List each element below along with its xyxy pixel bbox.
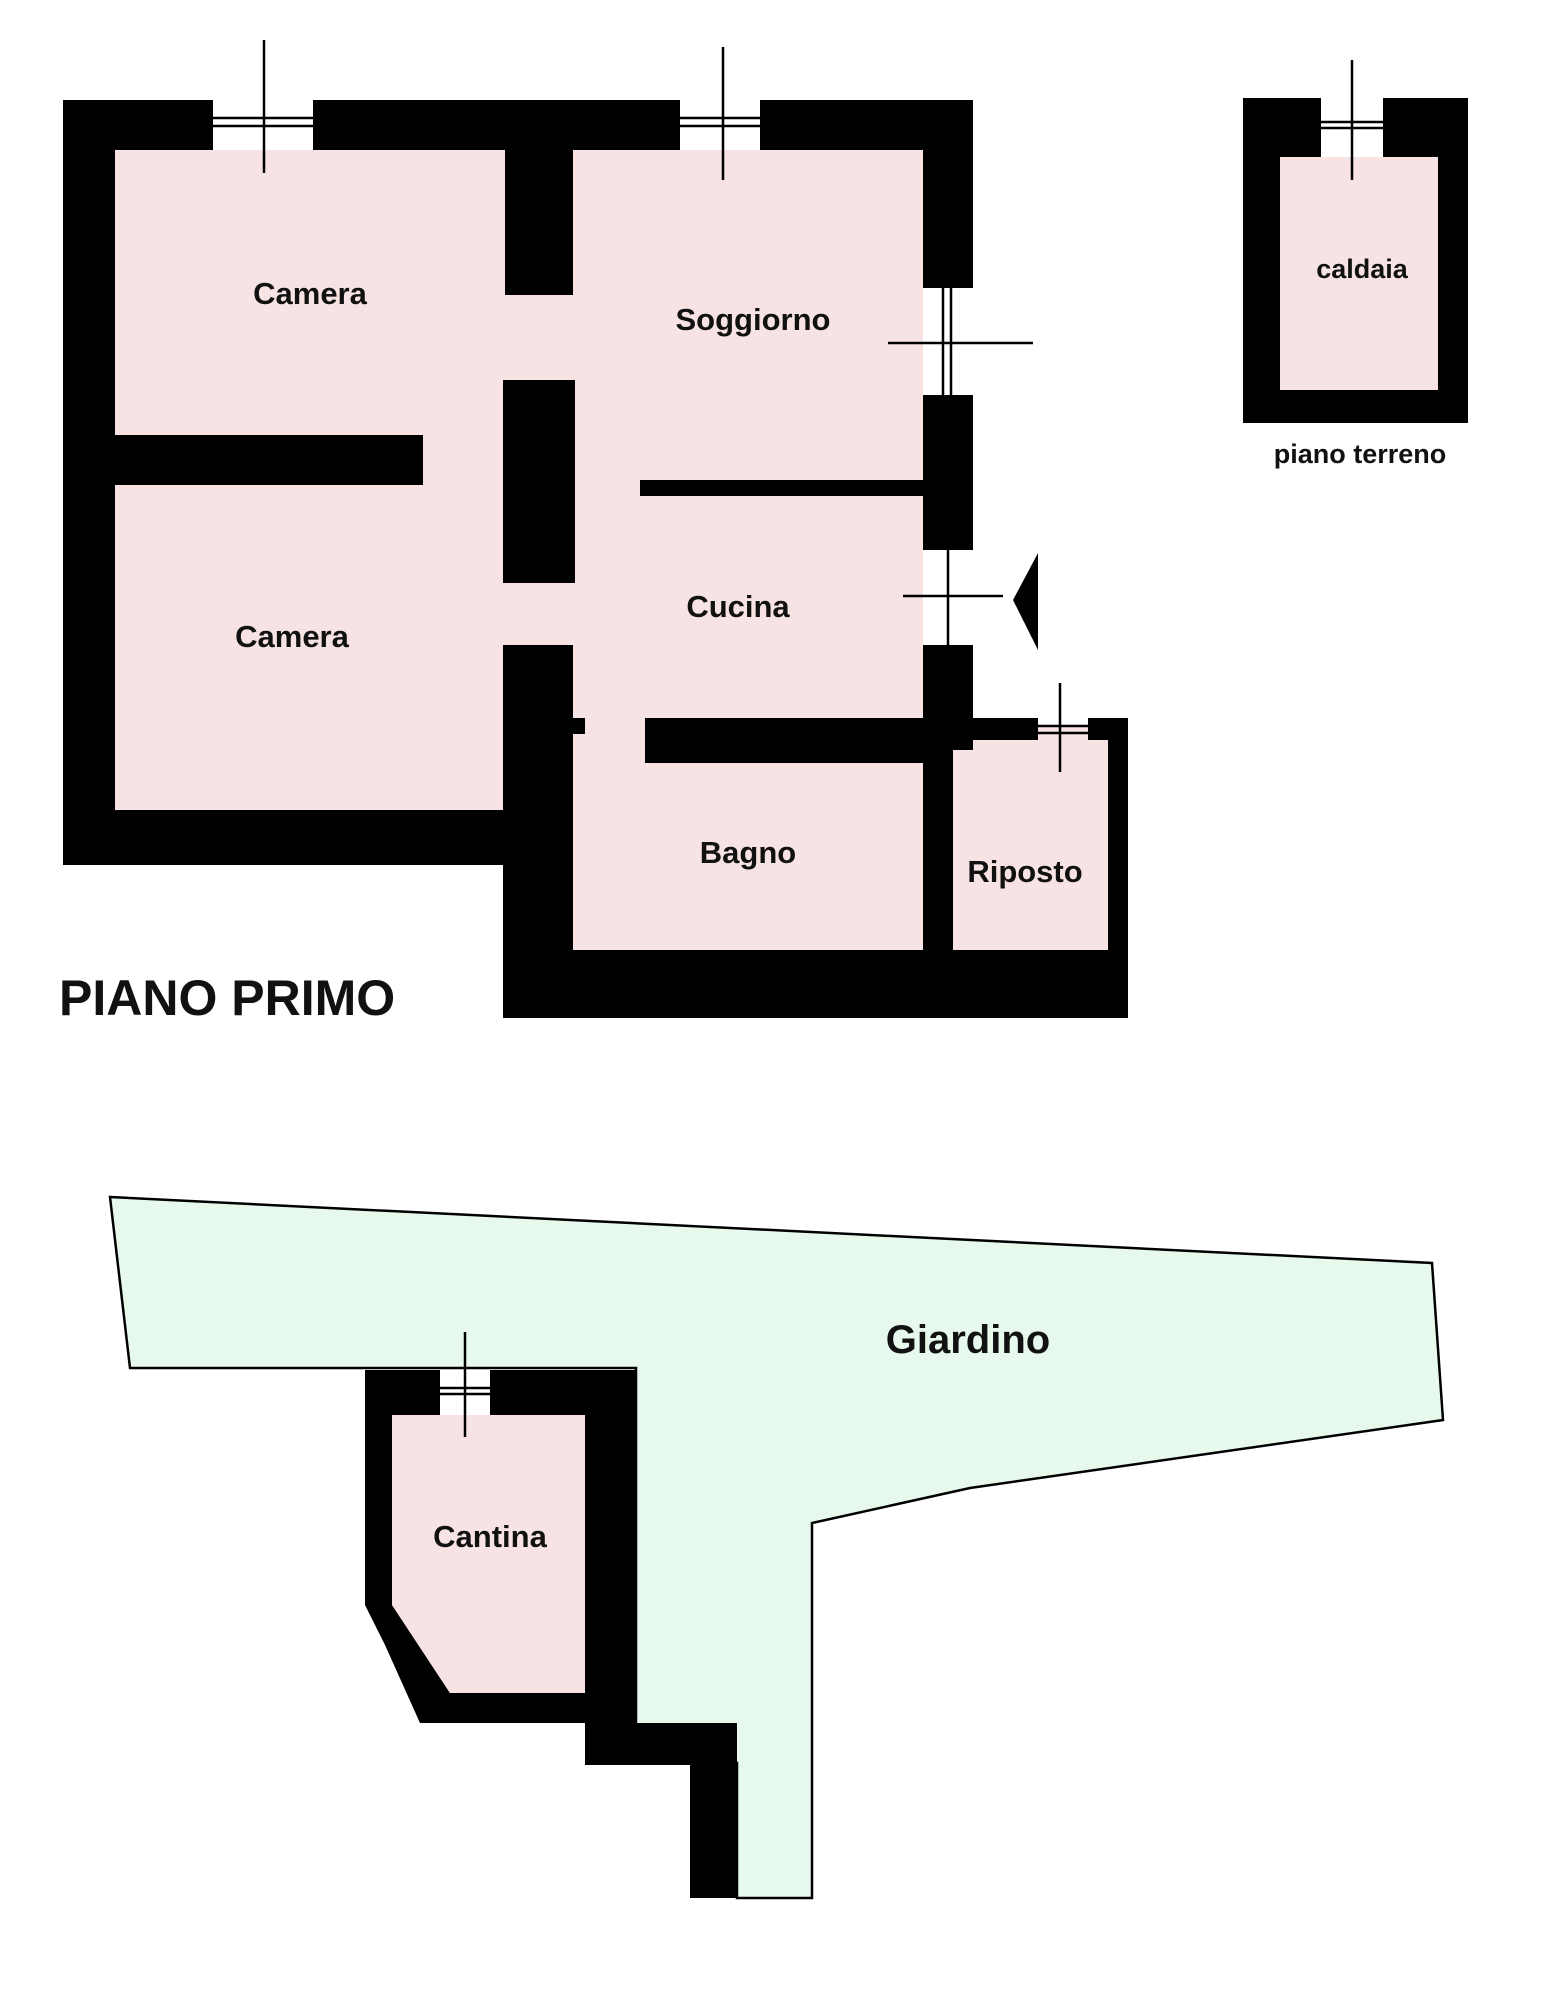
room-soggiorno-cucina: [510, 150, 923, 725]
room-camera-bottom: [115, 435, 510, 810]
room-label-camera-top: Camera: [253, 276, 367, 311]
garden-label: Giardino: [886, 1318, 1050, 1362]
room-label-soggiorno: Soggiorno: [676, 302, 831, 337]
first-floor-walls: [63, 100, 1128, 1018]
cantina-walls: [365, 1370, 737, 1898]
room-bagno: [572, 760, 923, 950]
floor-title: PIANO PRIMO: [59, 970, 395, 1026]
window-icon: [213, 40, 1088, 772]
boiler-walls: [1243, 98, 1468, 423]
room-caldaia: [1280, 157, 1438, 390]
room-label-riposto: Riposto: [967, 854, 1082, 889]
room-label-bagno: Bagno: [700, 835, 796, 870]
room-label-camera-bottom: Camera: [235, 619, 349, 654]
ground-floor-label: piano terreno: [1274, 439, 1447, 469]
entrance-arrow-icon: [1013, 553, 1038, 650]
window-icon: [1321, 60, 1383, 180]
room-cantina: [392, 1415, 585, 1693]
room-camera-top: [115, 150, 510, 435]
garden-fill: [108, 1195, 1445, 1900]
room-label-cantina: Cantina: [433, 1519, 547, 1554]
room-label-cucina: Cucina: [686, 589, 790, 624]
room-label-caldaia: caldaia: [1316, 254, 1409, 284]
garden-area: Cantina Giardino: [108, 1195, 1445, 1900]
window-icon: [440, 1332, 490, 1437]
first-floor: Camera Soggiorno Camera Cucina Bagno Rip…: [59, 40, 1128, 1026]
ground-floor-boiler: caldaia piano terreno: [1243, 60, 1468, 469]
